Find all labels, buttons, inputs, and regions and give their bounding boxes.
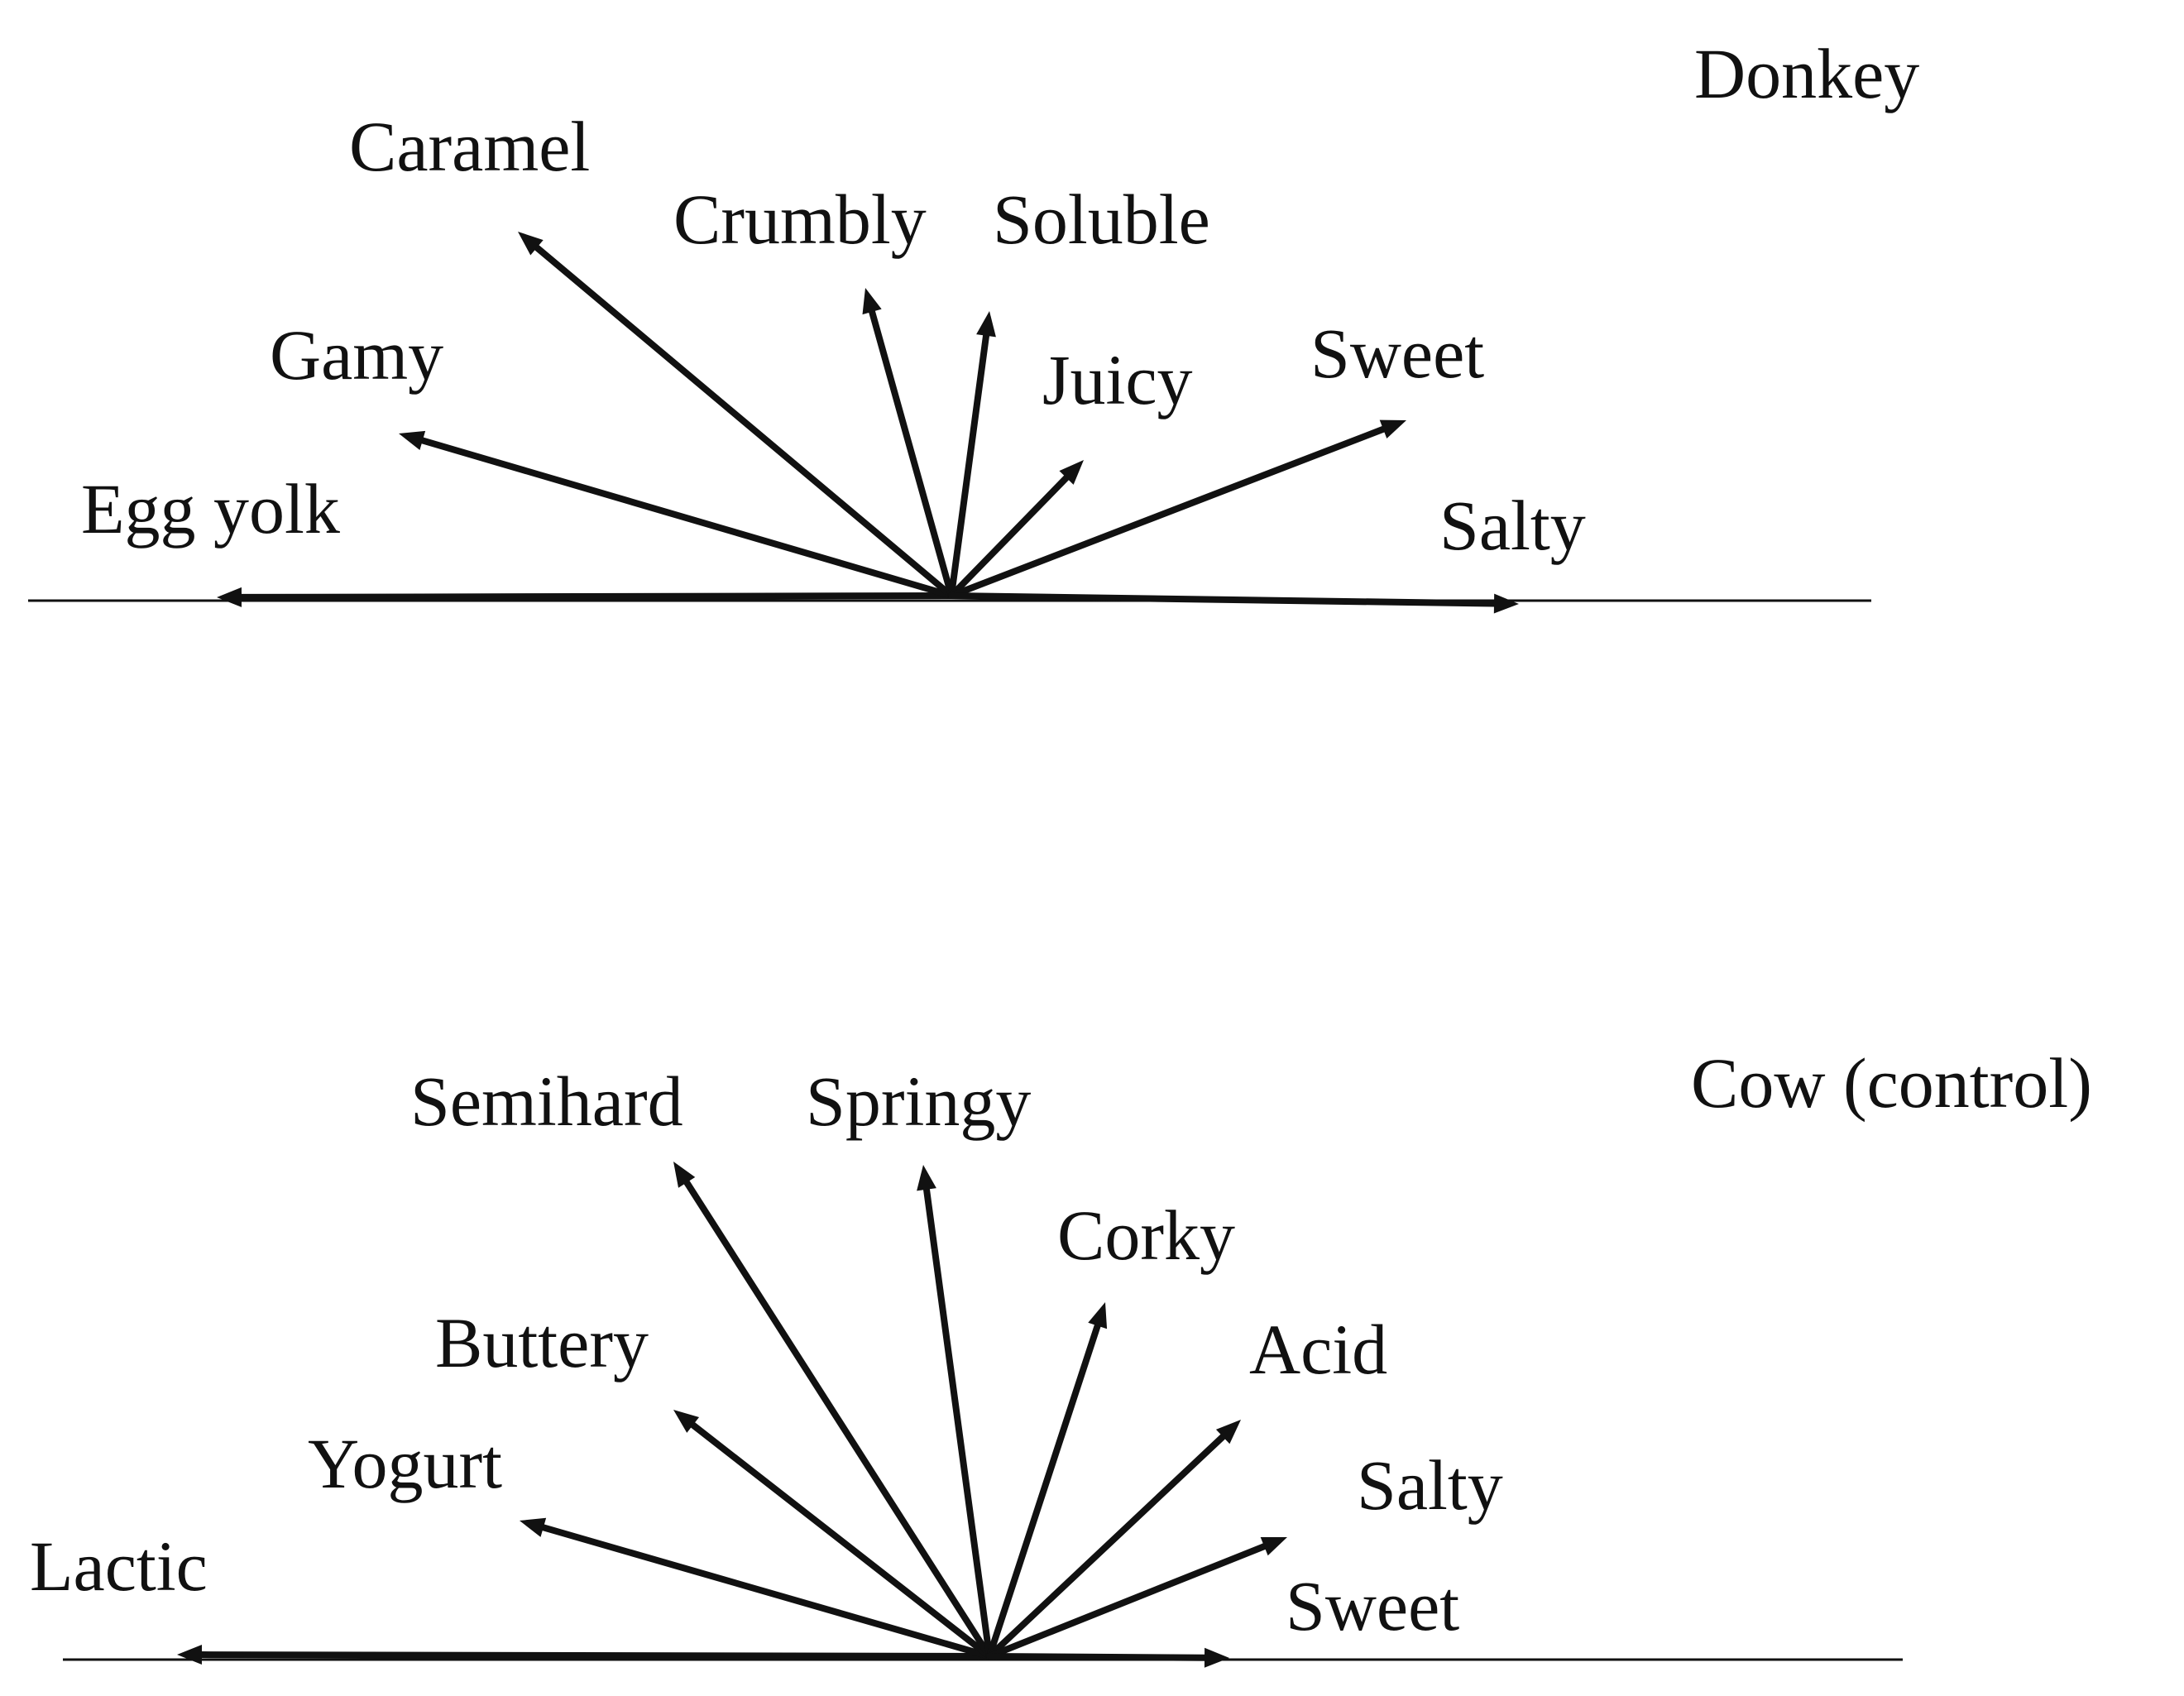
arrow-shaft-acid <box>986 1433 1227 1660</box>
arrow-head-corky <box>1088 1302 1108 1329</box>
donkey-attribute-arrows <box>217 232 1519 614</box>
arrow-head-semihard <box>673 1162 696 1188</box>
arrow-shaft-caramel <box>533 244 955 599</box>
attribute-label-salty: Salty <box>1439 486 1586 565</box>
arrow-head-juicy <box>1059 460 1084 485</box>
arrow-shaft-salty <box>986 1543 1268 1660</box>
arrow-shaft-salty <box>948 592 1498 607</box>
attribute-label-sweet: Sweet <box>1310 314 1484 393</box>
arrow-head-soluble <box>976 311 996 338</box>
arrow-shaft-springy <box>923 1186 993 1660</box>
arrow-head-acid <box>1215 1420 1241 1444</box>
arrow-head-salty <box>1493 593 1519 614</box>
arrow-shaft-lactic <box>198 1651 993 1660</box>
cow-panel-title: Cow (control) <box>1691 1043 2092 1123</box>
arrow-shaft-sweet <box>948 425 1387 599</box>
attribute-label-buttery: Buttery <box>435 1303 649 1382</box>
attribute-label-crumbly: Crumbly <box>673 180 927 259</box>
arrow-shaft-corky <box>986 1322 1101 1660</box>
arrow-head-egg-yolk <box>217 587 242 607</box>
arrow-head-lactic <box>177 1645 203 1665</box>
arrow-head-springy <box>917 1165 936 1191</box>
arrow-head-buttery <box>673 1410 700 1433</box>
attribute-label-acid: Acid <box>1249 1310 1387 1389</box>
arrow-head-caramel <box>518 232 544 256</box>
arrow-shaft-juicy <box>948 474 1070 599</box>
attribute-label-springy: Springy <box>806 1061 1031 1141</box>
arrow-shaft-crumbly <box>869 308 955 599</box>
attribute-label-caramel: Caramel <box>349 107 590 186</box>
attribute-label-yogurt: Yogurt <box>308 1424 502 1503</box>
arrow-shaft-sweet <box>986 1653 1209 1661</box>
attribute-label-lactic: Lactic <box>30 1526 208 1606</box>
attribute-label-soluble: Soluble <box>993 180 1210 259</box>
attribute-label-semihard: Semihard <box>410 1061 683 1141</box>
arrow-head-yogurt <box>520 1517 547 1537</box>
attribute-label-corky: Corky <box>1057 1195 1235 1275</box>
arrow-shaft-buttery <box>689 1421 993 1660</box>
arrow-shaft-soluble <box>948 332 990 599</box>
cow-attribute-arrows <box>177 1162 1287 1668</box>
arrow-head-salty <box>1260 1537 1287 1556</box>
arrow-head-sweet <box>1379 419 1406 438</box>
attribute-label-gamy: Gamy <box>270 315 443 395</box>
arrow-shaft-yogurt <box>539 1524 993 1660</box>
attribute-label-juicy: Juicy <box>1042 340 1193 419</box>
attribute-label-egg-yolk: Egg yolk <box>81 469 340 549</box>
arrow-head-crumbly <box>862 288 882 315</box>
arrow-shaft-gamy <box>419 437 955 599</box>
panel-cow-control: Cow (control) Lactic Yogurt Buttery Semi… <box>30 1043 2092 1668</box>
attribute-label-sweet: Sweet <box>1286 1566 1459 1646</box>
arrow-head-gamy <box>399 430 426 450</box>
arrow-head-sweet <box>1204 1647 1229 1668</box>
donkey-panel-title: Donkey <box>1694 34 1919 113</box>
arrow-shaft-egg-yolk <box>237 592 955 601</box>
attribute-label-salty: Salty <box>1357 1445 1503 1525</box>
panel-donkey: Donkey Egg yolk Gamy Caramel Crumbly Sol… <box>28 34 1919 614</box>
arrow-shaft-semihard <box>683 1179 993 1660</box>
